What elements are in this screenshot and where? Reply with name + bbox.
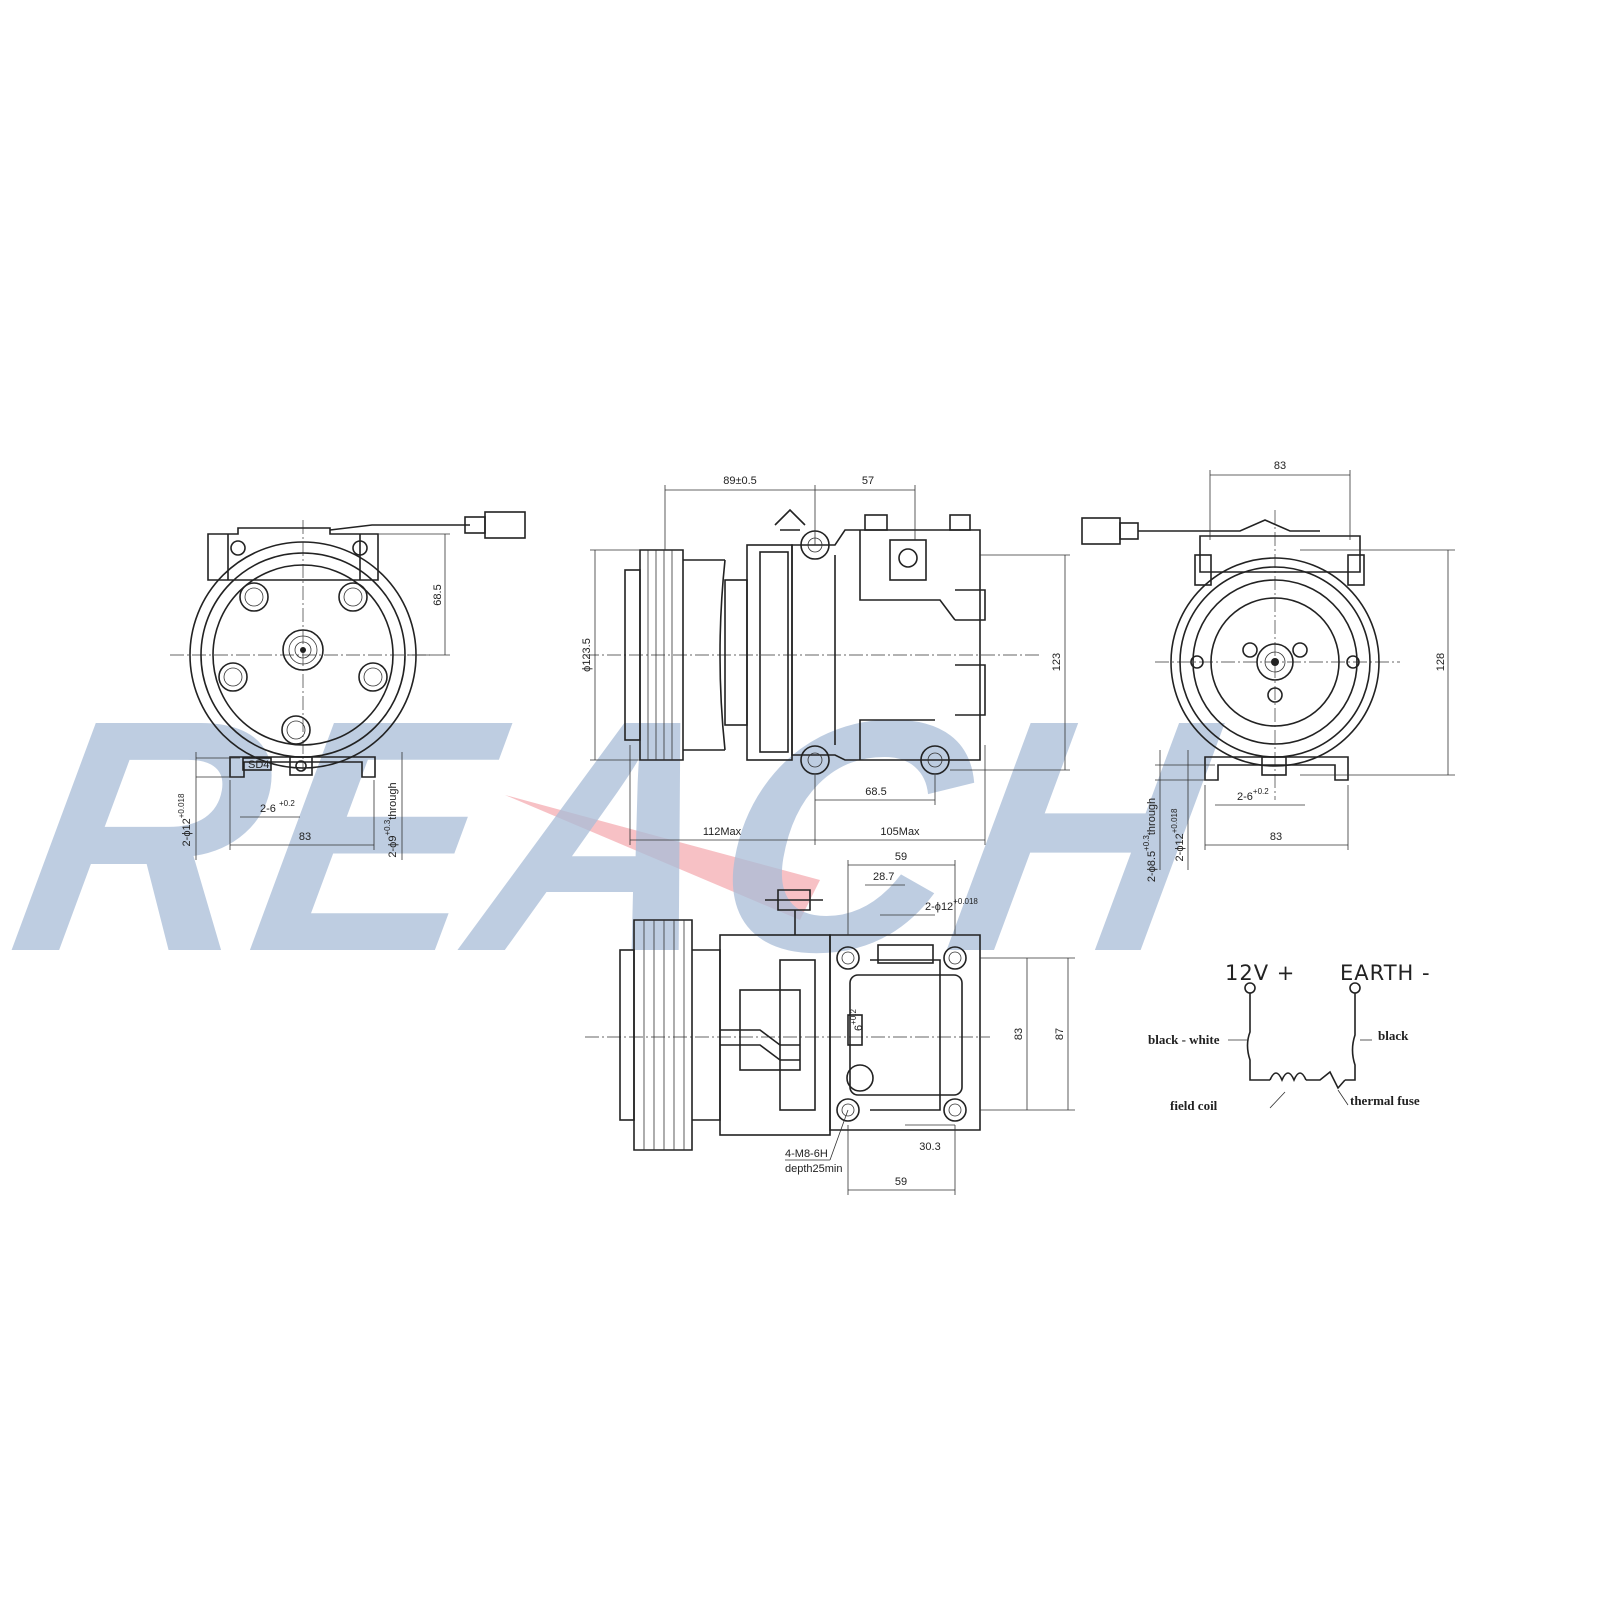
thermal-fuse-icon: [1306, 1070, 1346, 1090]
front-dim-mount: 83: [299, 831, 311, 843]
wiring-black-white-label: black - white: [1148, 1032, 1220, 1047]
front-view: SD4 68.5 83 2-6 +0.2 2-ϕ12+0.018 2-ϕ9+0.…: [170, 511, 526, 860]
rear-dim-top-width: 83: [1274, 460, 1286, 472]
front-dim-hole-a: 2-ϕ12+0.018: [177, 793, 193, 846]
side-dim-left-max: 112Max: [703, 826, 742, 838]
rear-dim-height: 128: [1435, 653, 1447, 671]
wiring-diagram: 12V + EARTH - black - white black field …: [1148, 961, 1431, 1113]
bottom-view: 59 28.7 2-ϕ12+0.018 83 87 6+0.2 30.3 59 …: [585, 851, 1075, 1195]
rear-dim-slot: 2-6+0.2: [1237, 787, 1269, 803]
side-dim-height: 123: [1051, 653, 1063, 671]
side-dim-pulley-offset: 89±0.5: [723, 475, 757, 487]
side-view: 89±0.5 57 ϕ123.5 123 68.5 112Max 105Max: [581, 475, 1070, 845]
watermark-accent: [505, 795, 820, 920]
side-dim-top-offset: 57: [862, 475, 874, 487]
bottom-dim-depth: depth25min: [785, 1163, 843, 1175]
bottom-dim-28: 28.7: [873, 871, 894, 883]
bottom-dim-30: 30.3: [919, 1141, 940, 1153]
rear-dim-hole-a: 2-ϕ12+0.018: [1170, 808, 1186, 861]
rear-view: 83 128 2-6+0.2 83 2-ϕ8.5+0.3through 2-ϕ1…: [1081, 460, 1455, 882]
front-dim-hole-b: 2-ϕ9+0.3through: [383, 782, 399, 857]
rear-dim-hole-b: 2-ϕ8.5+0.3through: [1142, 798, 1158, 882]
field-coil-icon: [1269, 1072, 1307, 1083]
bottom-dim-thread: 4-M8-6H: [785, 1148, 828, 1160]
front-stamp: SD4: [248, 759, 269, 771]
side-dim-base: 68.5: [865, 786, 886, 798]
wiring-earth-label: EARTH -: [1340, 961, 1431, 985]
bottom-dim-87: 87: [1054, 1028, 1066, 1040]
bottom-dim-hole: 2-ϕ12+0.018: [925, 897, 978, 913]
bottom-dim-83: 83: [1013, 1028, 1025, 1040]
side-dim-right-max: 105Max: [880, 826, 920, 838]
wiring-12v-label: 12V +: [1225, 961, 1295, 985]
front-dim-height: 68.5: [432, 584, 444, 605]
wiring-thermal-fuse-label: thermal fuse: [1350, 1093, 1420, 1108]
wiring-black-label: black: [1378, 1028, 1409, 1043]
rear-dim-bottom-width: 83: [1270, 831, 1282, 843]
bottom-dim-slot: 6+0.2: [849, 1008, 865, 1030]
bottom-dim-bottom-59: 59: [895, 1176, 907, 1188]
side-dim-pulley-dia: ϕ123.5: [581, 638, 593, 672]
front-dim-slot: 2-6 +0.2: [260, 799, 295, 815]
wiring-field-coil-label: field coil: [1170, 1098, 1218, 1113]
bottom-dim-top-59: 59: [895, 851, 907, 863]
